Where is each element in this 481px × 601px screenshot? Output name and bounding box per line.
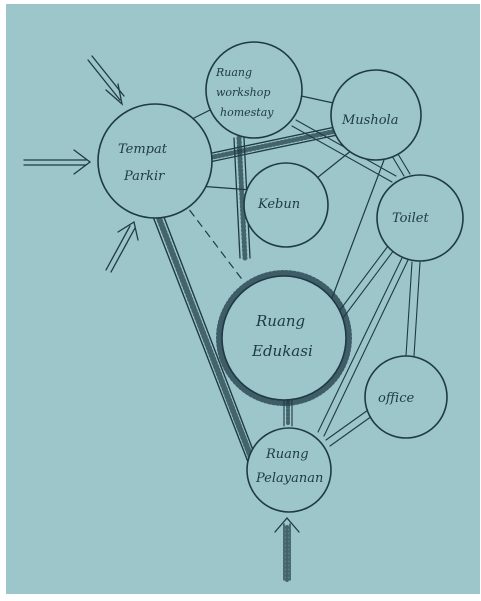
link-toilet-pelayanan: [317, 257, 409, 437]
label-ruang-workshop-line2: workshop: [216, 86, 270, 99]
link-office-pelayanan: [325, 409, 373, 447]
link-parkir-pelayanan: [151, 210, 257, 463]
label-ruang-workshop-line1: Ruang: [215, 66, 252, 79]
link-toilet-office: [405, 261, 421, 357]
entry-arrow-bottom: [274, 517, 300, 582]
entry-arrow-left: [23, 149, 92, 175]
label-kebun: Kebun: [257, 197, 300, 212]
label-tempat-parkir-line2: Parkir: [123, 169, 165, 184]
label-ruang-edukasi-line2: Edukasi: [251, 342, 313, 360]
label-mushola: Mushola: [341, 113, 398, 128]
link-mushola-toilet: [391, 153, 411, 177]
link-parkir-edukasi: [181, 199, 245, 283]
node-toilet: [376, 174, 464, 262]
label-office: office: [378, 391, 414, 406]
link-mushola-edukasi: [331, 159, 385, 299]
label-ruang-pelayanan-line1: Ruang: [265, 447, 309, 462]
entry-arrow-bottom-left: [105, 220, 139, 273]
node-tempat-parkir: [97, 103, 213, 219]
entry-arrow-top: [87, 55, 125, 106]
node-ruang-pelayanan: [246, 427, 332, 513]
node-ruang-workshop: [205, 41, 303, 139]
label-ruang-workshop-line3: homestay: [220, 106, 274, 119]
node-kebun: [243, 162, 329, 248]
label-ruang-edukasi-line1: Ruang: [255, 312, 305, 330]
label-toilet: Toilet: [392, 211, 429, 226]
node-mushola: [330, 69, 422, 161]
link-parkir-kebun: [197, 185, 253, 191]
node-office: [364, 355, 448, 439]
label-ruang-pelayanan-line2: Pelayanan: [255, 471, 323, 486]
node-ruang-edukasi: [216, 270, 352, 406]
label-tempat-parkir-line1: Tempat: [118, 142, 168, 157]
link-mushola-kebun: [311, 149, 353, 183]
